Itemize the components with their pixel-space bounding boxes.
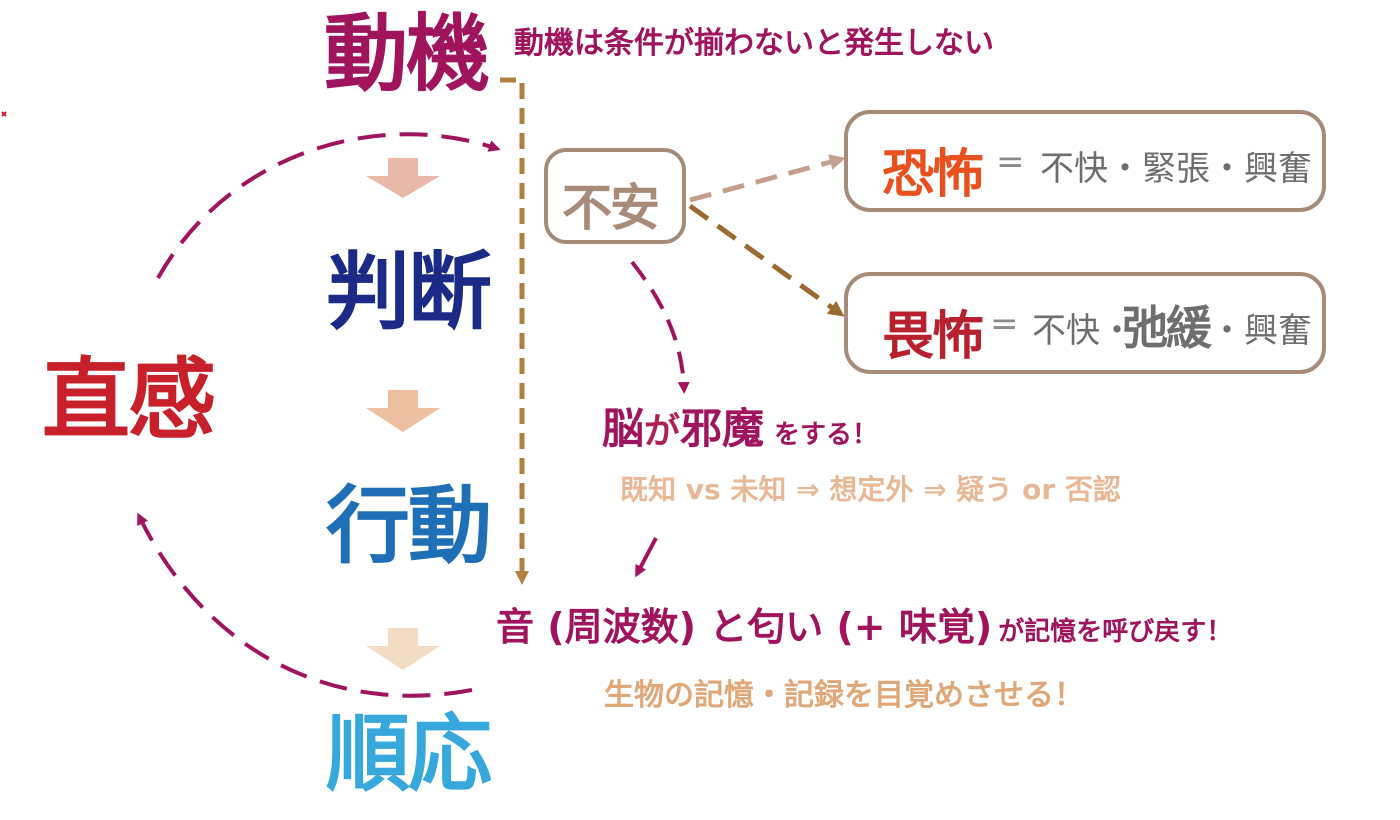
arrow-to-fear xyxy=(689,154,846,203)
down-arrow-2 xyxy=(366,390,440,432)
anxiety-label: 不安 xyxy=(562,179,660,237)
arrow-to-awe xyxy=(688,203,845,317)
cycle-arc-top xyxy=(156,132,501,279)
motive-note: 動機は条件が揃わないと発生しない xyxy=(514,26,994,61)
brain-line: 脳が邪魔をする！ xyxy=(602,408,878,450)
brain-particle: が xyxy=(644,411,681,452)
intuition-label: 直感 xyxy=(42,348,216,451)
fear-equals: = xyxy=(996,142,1025,182)
awe-box: 畏怖 = 不快・ 弛緩 ・興奮 xyxy=(844,272,1326,374)
stage-adapt: 順応 xyxy=(326,705,492,803)
awe-description-b: ・興奮 xyxy=(1210,311,1312,351)
fear-box: 恐怖 = 不快・緊張・興奮 xyxy=(844,110,1326,212)
down-arrow-1 xyxy=(366,158,440,198)
fear-description: 不快・緊張・興奮 xyxy=(1040,149,1312,189)
stage-action: 行動 xyxy=(326,477,492,575)
sound-note: 生物の記憶・記録を目覚めさせる！ xyxy=(604,678,1084,713)
brain-tail: をする！ xyxy=(774,420,879,450)
anxiety-box: 不安 xyxy=(544,148,686,244)
gold-dashed-connector xyxy=(500,77,529,585)
awe-description-a: 不快・ xyxy=(1032,311,1134,351)
fear-word: 恐怖 xyxy=(882,145,984,205)
sound-main: 音 (周波数) と匂い (+ 味覚) xyxy=(496,605,993,649)
awe-word: 畏怖 xyxy=(882,307,984,367)
stage-judgment: 判断 xyxy=(326,243,492,341)
stage-motive: 動機 xyxy=(324,5,490,103)
awe-equals: = xyxy=(990,304,1019,344)
cycle-arc-bottom xyxy=(137,512,473,698)
sound-tail: が記憶を呼び戻す！ xyxy=(998,617,1233,647)
edge-mark xyxy=(1,111,7,117)
brain-note: 既知 vs 未知 ⇒ 想定外 ⇒ 疑う or 否認 xyxy=(620,473,1121,506)
brain-word: 脳 xyxy=(602,404,645,453)
sound-line: 音 (周波数) と匂い (+ 味覚)が記憶を呼び戻す！ xyxy=(496,608,1232,646)
arrow-to-brain xyxy=(630,260,690,394)
awe-description-emphasis: 弛緩 xyxy=(1122,301,1212,355)
down-arrow-3 xyxy=(366,628,440,670)
hindrance-word: 邪魔 xyxy=(680,404,765,453)
arrow-to-sound xyxy=(635,537,658,578)
